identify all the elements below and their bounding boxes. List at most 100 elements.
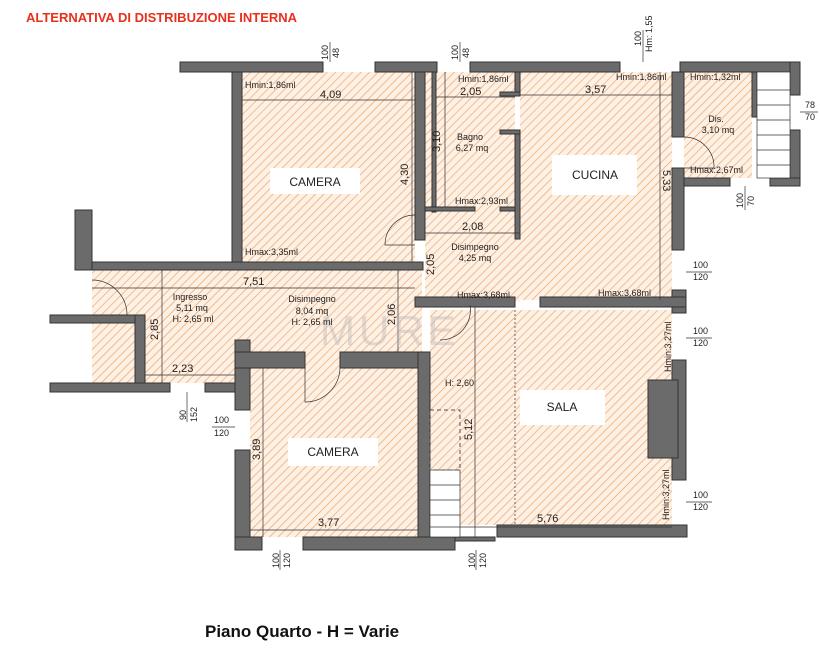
hmax-label: Hmax:3,68ml [457,290,510,300]
hmax-label: Hmax:2,93ml [455,196,508,206]
hmax-label: Hmax:3,68ml [598,288,651,298]
svg-text:48: 48 [331,48,341,58]
width-dim: 2,23 [172,363,193,375]
width-dim: 5,76 [537,513,558,525]
floor-dis [684,72,752,178]
room-name: SALA [547,400,578,414]
width-dim: 2,05 [460,86,481,98]
plan-title: ALTERNATIVA DI DISTRIBUZIONE INTERNA [26,10,298,25]
depth-dim: 3,10 [431,131,443,152]
hmin-label: Hmin:1,86ml [245,80,296,90]
hmin-label: Hmin:3,27ml [663,321,673,372]
hmax-label: Hmax:3,35ml [245,247,298,257]
doors [91,136,715,403]
svg-text:100: 100 [271,553,281,568]
room-area: 8,04 mq [296,306,329,316]
svg-text:120: 120 [282,553,292,568]
window-w7: 100 120 [686,326,712,348]
window-w11: 100 120 [271,550,292,570]
width-dim: 7,51 [243,276,264,288]
depth-dim: 5,33 [660,170,672,191]
hmin-label: Hmin:1,86ml [616,72,667,82]
depth-dim: 4,30 [399,164,411,185]
svg-text:Hm: 1,55: Hm: 1,55 [644,15,654,52]
hmin-label: Hmin:1,32ml [690,72,741,82]
room-area: 5,11 mq [176,303,208,313]
svg-text:78: 78 [805,100,815,110]
width-dim: 2,08 [462,221,483,233]
svg-text:100: 100 [633,31,643,46]
hmin-label: Hmin:3,27ml [661,469,671,520]
window-w6: 100 120 [686,260,712,282]
room-name: CUCINA [572,168,618,182]
room-height: H: 2,65 ml [291,317,332,327]
svg-text:100: 100 [450,45,460,60]
room-bagno: Bagno 6,27 mq Hmin:1,86ml Hmax:2,93ml 2,… [431,74,509,206]
room-name: Bagno [457,132,483,142]
window-w2: 100 48 [450,42,471,62]
window-w1: 100 48 [320,42,341,62]
floor-areas [92,72,752,537]
room-name: Ingresso [173,292,208,302]
depth-dim: 3,89 [251,439,263,460]
svg-text:120: 120 [214,428,229,438]
depth-dim: 5,12 [463,419,475,440]
svg-text:100: 100 [320,45,330,60]
room-area: 4,25 mq [459,253,492,263]
room-ingresso: Ingresso 5,11 mq H: 2,65 ml 2,85 2,23 [149,292,214,375]
svg-text:120: 120 [693,272,708,282]
room-name: CAMERA [289,175,340,189]
svg-text:100: 100 [693,490,708,500]
depth-dim: 2,85 [149,319,161,340]
room-name: Dis. [708,114,724,124]
depth-dim: 2,05 [425,254,437,275]
svg-text:120: 120 [693,502,708,512]
room-sala: SALA H: 2,60 5,76 5,12 Hmin:3,27ml Hmin:… [445,321,673,525]
width-dim: 3,57 [585,84,606,96]
room-height: H: 2,60 [445,378,474,388]
svg-text:48: 48 [461,48,471,58]
window-w4: 78 70 [800,100,818,122]
plan-subtitle: Piano Quarto - H = Varie [205,622,400,641]
depth-dim: 2,06 [386,304,398,325]
room-area: 3,10 mq [702,125,735,135]
window-labels: 100 48 100 48 100 Hm: 1,55 78 70 100 70 … [178,15,818,570]
svg-text:100: 100 [693,326,708,336]
room-camera2: CAMERA 3,77 3,89 [251,438,378,529]
svg-text:100: 100 [214,415,229,425]
window-w5: 100 70 [735,186,756,210]
window-w12: 100 120 [467,550,488,570]
room-name: Disimpegno [288,294,336,304]
svg-text:100: 100 [693,260,708,270]
floor-disimpegno1 [425,207,520,302]
width-dim: 3,77 [318,517,339,529]
room-disimpegno1: Disimpegno 4,25 mq Hmax:3,68ml 2,08 2,05 [425,221,510,300]
window-w9: 90 152 [178,392,199,422]
hmin-label: Hmin:1,86ml [458,74,509,84]
watermark-logo: MURE [320,307,460,354]
svg-text:90: 90 [178,410,188,420]
room-name: CAMERA [307,445,358,459]
svg-text:120: 120 [693,338,708,348]
svg-text:152: 152 [189,407,199,422]
hmax-label: Hmax:2,67ml [690,165,743,175]
window-w10: 100 120 [212,415,235,438]
dimension-lines [92,72,672,537]
svg-text:100: 100 [735,193,745,208]
svg-text:70: 70 [746,196,756,206]
room-dis: Dis. 3,10 mq Hmin:1,32ml Hmax:2,67ml [690,72,743,175]
stairs [429,71,791,538]
room-camera1: CAMERA Hmin:1,86ml Hmax:3,35ml 4,09 4,30 [245,80,411,257]
svg-text:100: 100 [467,553,477,568]
window-w8: 100 120 [686,490,712,512]
walls [49,61,801,551]
room-name: Disimpegno [451,242,499,252]
window-w3: 100 Hm: 1,55 [633,15,654,62]
room-area: 6,27 mq [456,143,489,153]
width-dim: 4,09 [320,89,341,101]
svg-text:70: 70 [805,112,815,122]
room-height: H: 2,65 ml [172,314,213,324]
svg-text:120: 120 [478,553,488,568]
room-cucina: CUCINA Hmin:1,86ml Hmax:3,68ml 3,57 5,33 [552,72,672,298]
